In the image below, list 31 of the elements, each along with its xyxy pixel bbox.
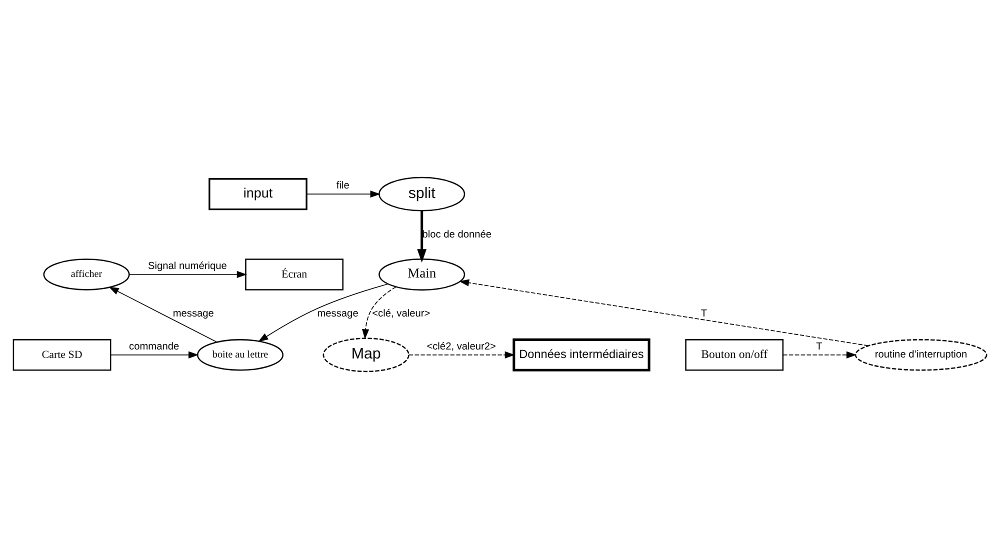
node-box: Données intermédiaires xyxy=(512,338,650,371)
node-ellipse: boite au lettre xyxy=(196,338,284,370)
node-box: Écran xyxy=(245,258,344,290)
node-box: input xyxy=(208,178,308,210)
node-ellipse: routine d’interruption xyxy=(854,338,988,370)
arrow xyxy=(458,278,869,346)
edge-label: Signal numérique xyxy=(148,260,227,272)
edge-label: commande xyxy=(129,340,180,352)
arrow xyxy=(417,210,427,262)
node-ellipse: Map xyxy=(322,337,410,372)
edge-label: message xyxy=(172,308,214,320)
node-ellipse: Main xyxy=(378,258,466,290)
arrow xyxy=(408,350,516,358)
arrow xyxy=(128,270,248,278)
edge-label: message xyxy=(317,308,358,320)
edge-label: T xyxy=(816,340,822,352)
node-box: Carte SD xyxy=(12,338,112,370)
node-ellipse: afficher xyxy=(43,258,130,290)
arrow xyxy=(362,286,396,339)
arrow xyxy=(110,350,199,358)
arrow xyxy=(306,190,380,198)
edge-label: file xyxy=(336,180,350,192)
edge-label: T xyxy=(700,308,708,320)
edge-label: <clé, valeur> xyxy=(372,308,430,320)
node-ellipse: split xyxy=(378,176,466,211)
node-box: Bouton on/off xyxy=(685,338,784,370)
edge-label: <clé2, valeur2> xyxy=(426,340,496,352)
edge-label: bloc de donnée xyxy=(422,229,492,240)
arrow xyxy=(782,350,857,358)
arrow xyxy=(108,286,218,342)
arrow xyxy=(258,283,388,342)
